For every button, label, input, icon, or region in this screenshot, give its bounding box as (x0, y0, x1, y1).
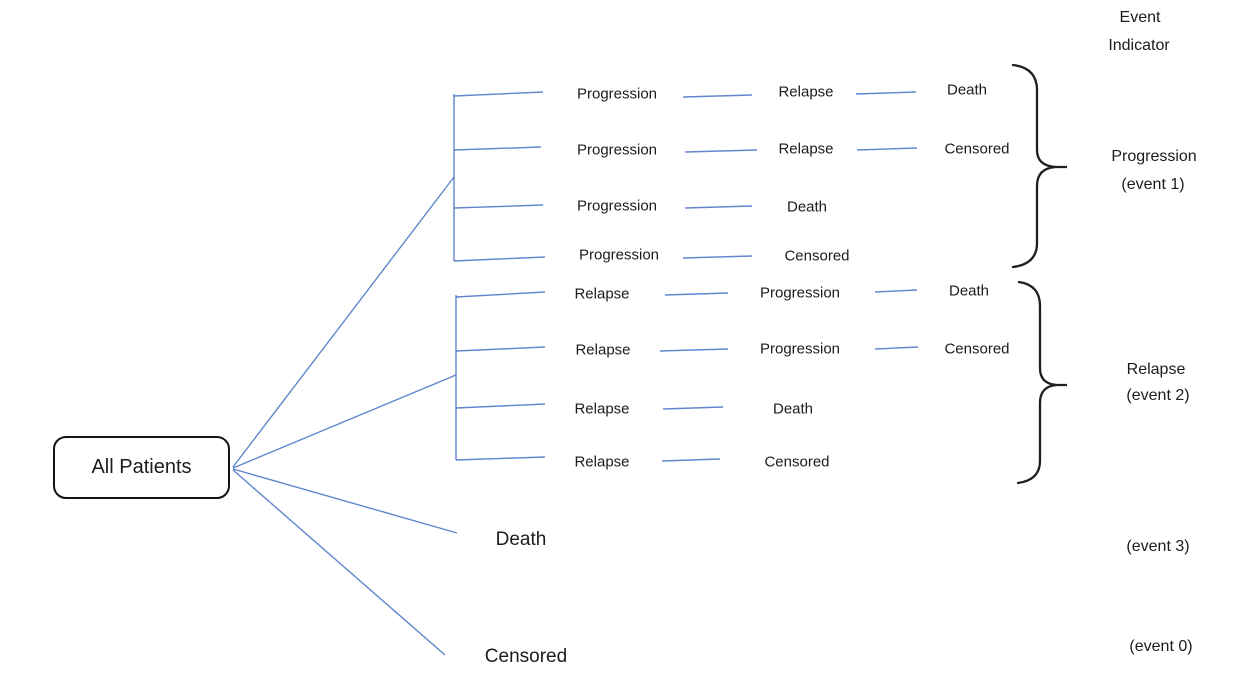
g2r2-connector-1 (659, 348, 729, 352)
pathway-step-label: Progression (759, 340, 841, 358)
g1r1-connector-2 (855, 91, 917, 95)
pathway-step-label: Relapse (574, 285, 630, 303)
group2-event-name: Relapse (1126, 361, 1186, 378)
group1-brace (1011, 63, 1067, 269)
g1r2-connector-1 (684, 149, 758, 153)
group1-branch-2 (453, 146, 542, 151)
root-link-censored (232, 469, 446, 656)
pathway-step-label: Progression (576, 197, 658, 215)
pathway-step-label: Relapse (778, 83, 834, 101)
g1r3-connector-1 (684, 205, 753, 209)
death-event-number: (event 3) (1126, 538, 1190, 555)
group1-branch-4 (453, 256, 546, 262)
group1-branch-3 (453, 204, 544, 209)
root-link-death (232, 468, 458, 534)
group1-event-number: (event 1) (1121, 176, 1185, 193)
group2-branch-3 (455, 403, 546, 409)
terminal-branch-death-label: Death (495, 529, 547, 550)
pathway-step-label: Progression (576, 141, 658, 159)
g2r3-connector-1 (662, 406, 724, 410)
root-node-label: All Patients (91, 456, 192, 478)
group1-branch-1 (453, 91, 544, 97)
g1r2-connector-2 (856, 147, 918, 151)
pathway-step-label: Censored (944, 340, 1010, 358)
root-link-group2 (232, 374, 457, 469)
pathway-step-label: Progression (578, 246, 660, 264)
pathway-step-label: Censored (764, 453, 830, 471)
pathway-step-label: Relapse (574, 400, 630, 418)
pathway-step-label: Death (948, 282, 990, 300)
pathway-step-label: Relapse (575, 341, 631, 359)
pathway-step-label: Progression (759, 284, 841, 302)
group2-branch-4 (455, 456, 546, 461)
censored-event-number: (event 0) (1129, 638, 1193, 655)
group2-event-number: (event 2) (1126, 387, 1190, 404)
group1-event-name: Progression (1111, 148, 1197, 165)
group2-branch-1 (455, 291, 546, 298)
pathway-step-label: Death (946, 81, 988, 99)
g1r1-connector-1 (682, 94, 753, 98)
g2r2-connector-2 (874, 346, 919, 350)
pathway-step-label: Censored (784, 247, 850, 265)
group2-branch-2 (455, 346, 546, 352)
event-indicator-header-line1: Event (1119, 9, 1161, 26)
pathway-step-label: Death (786, 198, 828, 216)
pathway-step-label: Censored (944, 140, 1010, 158)
g2r1-connector-2 (874, 289, 918, 293)
g2r1-connector-1 (664, 292, 729, 296)
pathway-step-label: Relapse (574, 453, 630, 471)
group2-brace (1016, 280, 1067, 485)
g1r4-connector-1 (682, 255, 753, 259)
event-indicator-header-line2: Indicator (1108, 37, 1170, 54)
pathway-step-label: Death (772, 400, 814, 418)
root-node-all-patients: All Patients (53, 436, 230, 499)
terminal-branch-censored-label: Censored (484, 646, 568, 667)
pathway-step-label: Relapse (778, 140, 834, 158)
root-link-group1 (232, 176, 455, 468)
g2r4-connector-1 (661, 458, 721, 462)
pathway-step-label: Progression (576, 85, 658, 103)
